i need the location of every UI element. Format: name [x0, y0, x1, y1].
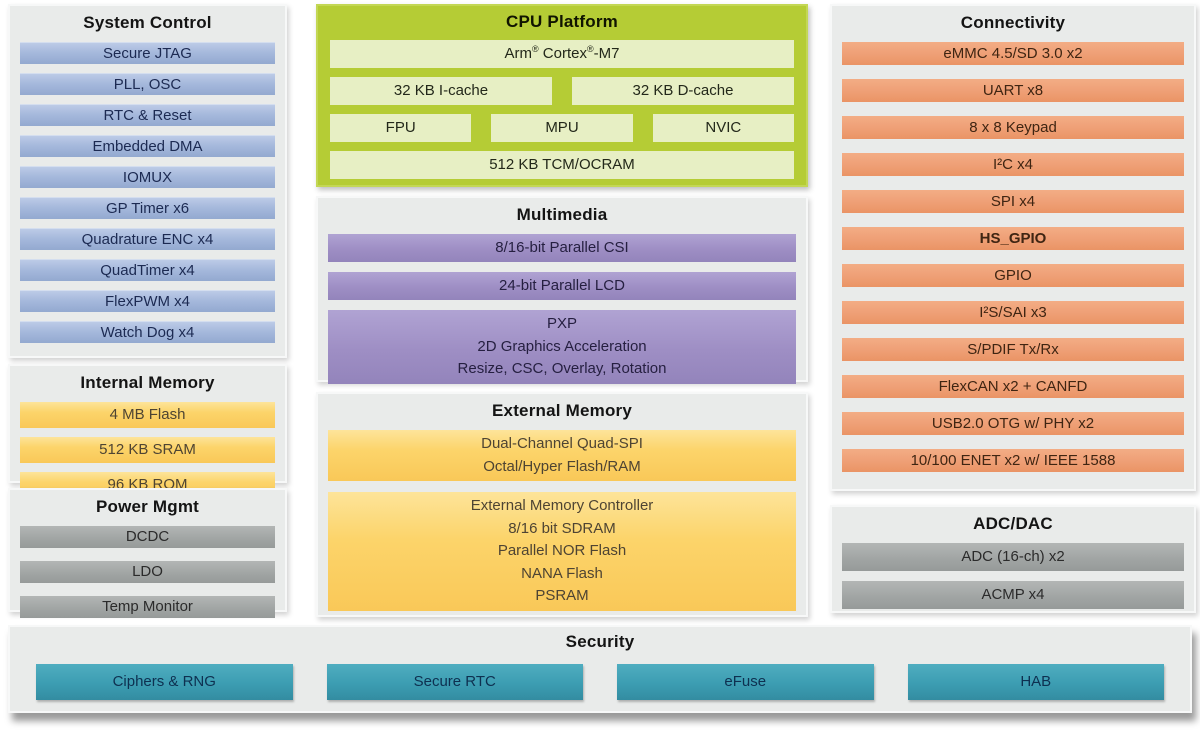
external-memory-panel: External Memory Dual-Channel Quad-SPI Oct…: [316, 392, 808, 617]
block-item: 4 MB Flash: [20, 402, 275, 428]
fpu-block: FPU: [330, 114, 472, 142]
cpu-core-block: Arm® Cortex®-M7: [330, 40, 794, 68]
system-control-title: System Control: [83, 13, 212, 32]
cpu-platform-inner: Arm® Cortex®-M7 32 KB I-cache 32 KB D-ca…: [318, 40, 806, 179]
power-mgmt-rows: DCDC LDO Temp Monitor: [10, 526, 285, 618]
adc-dac-rows: ADC (16-ch) x2 ACMP x4: [832, 543, 1194, 609]
internal-memory-title: Internal Memory: [80, 373, 215, 392]
block-item: SPI x4: [842, 190, 1184, 213]
block-item: Temp Monitor: [20, 596, 275, 618]
security-rows: Ciphers & RNG Secure RTC eFuse HAB: [10, 664, 1190, 700]
mpu-block: MPU: [491, 114, 633, 142]
block-item: eMMC 4.5/SD 3.0 x2: [842, 42, 1184, 65]
block-item: Secure RTC: [326, 664, 583, 700]
block-item: Secure JTAG: [20, 42, 275, 64]
block-item: 8/16-bit Parallel CSI: [328, 234, 796, 262]
block-item: FlexPWM x4: [20, 290, 275, 312]
block-item: Embedded DMA: [20, 135, 275, 157]
quadspi-block: Dual-Channel Quad-SPI Octal/Hyper Flash/R…: [328, 430, 796, 481]
block-line: Dual-Channel Quad-SPI: [481, 435, 643, 452]
connectivity-title: Connectivity: [960, 13, 1066, 32]
block-item: 512 KB SRAM: [20, 437, 275, 463]
multimedia-title: Multimedia: [516, 205, 608, 224]
block-item: Ciphers & RNG: [36, 664, 293, 700]
nvic-block: NVIC: [652, 114, 794, 142]
block-line: Parallel NOR Flash: [497, 542, 627, 559]
connectivity-panel: Connectivity eMMC 4.5/SD 3.0 x2 UART x8 8 …: [830, 4, 1196, 491]
power-mgmt-title: Power Mgmt: [95, 497, 200, 516]
tcm-ocram-block: 512 KB TCM/OCRAM: [330, 151, 794, 179]
multimedia-panel: Multimedia 8/16-bit Parallel CSI 24-bit P…: [316, 196, 808, 384]
external-memory-title: External Memory: [492, 401, 632, 420]
block-line: Octal/Hyper Flash/RAM: [483, 457, 641, 475]
block-item: S/PDIF Tx/Rx: [842, 338, 1184, 361]
adc-dac-title: ADC/DAC: [973, 514, 1053, 533]
block-item: UART x8: [842, 79, 1184, 102]
block-item: QuadTimer x4: [20, 259, 275, 281]
block-item: Quadrature ENC x4: [20, 228, 275, 250]
block-item: eFuse: [617, 664, 874, 700]
security-panel: Security Ciphers & RNG Secure RTC eFuse HAB: [8, 625, 1192, 713]
block-item: PLL, OSC: [20, 73, 275, 95]
block-item: 8 x 8 Keypad: [842, 116, 1184, 139]
block-item: 24-bit Parallel LCD: [328, 272, 796, 300]
block-line: NANA Flash: [521, 564, 603, 582]
block-item: I²S/SAI x3: [842, 301, 1184, 324]
system-control-panel: System Control Secure JTAG PLL, OSC RTC & …: [8, 4, 287, 358]
power-mgmt-panel: Power Mgmt DCDC LDO Temp Monitor: [8, 488, 287, 618]
cpu-platform-panel: CPU Platform Arm® Cortex®-M7 32 KB I-cac…: [316, 4, 808, 187]
external-memory-rows: Dual-Channel Quad-SPI Octal/Hyper Flash/R…: [318, 430, 806, 611]
block-line: External Memory Controller: [470, 497, 654, 514]
block-item: ACMP x4: [842, 581, 1184, 609]
block-line: Resize, CSC, Overlay, Rotation: [457, 360, 667, 377]
block-line: PXP: [546, 315, 577, 332]
security-title: Security: [565, 632, 635, 651]
block-item: ADC (16-ch) x2: [842, 543, 1184, 571]
cpu-platform-title: CPU Platform: [506, 12, 618, 31]
block-item: DCDC: [20, 526, 275, 548]
block-item: IOMUX: [20, 166, 275, 188]
block-item: GP Timer x6: [20, 197, 275, 219]
block-line: 8/16 bit SDRAM: [508, 519, 616, 537]
block-line: 2D Graphics Acceleration: [477, 337, 647, 355]
icache-block: 32 KB I-cache: [330, 77, 552, 105]
block-item: HS_GPIO: [842, 227, 1184, 250]
dcache-block: 32 KB D-cache: [572, 77, 794, 105]
block-item: GPIO: [842, 264, 1184, 287]
memory-controller-block: External Memory Controller 8/16 bit SDRAM…: [328, 492, 796, 611]
block-item: RTC & Reset: [20, 104, 275, 126]
block-line: PSRAM: [535, 587, 589, 604]
block-item: 10/100 ENET x2 w/ IEEE 1588: [842, 449, 1184, 472]
block-item: FlexCAN x2 + CANFD: [842, 375, 1184, 398]
block-item: LDO: [20, 561, 275, 583]
block-item: Watch Dog x4: [20, 321, 275, 343]
block-item: HAB: [907, 664, 1164, 700]
block-item: I²C x4: [842, 153, 1184, 176]
multimedia-rows: 8/16-bit Parallel CSI 24-bit Parallel LCD…: [318, 234, 806, 384]
block-item: USB2.0 OTG w/ PHY x2: [842, 412, 1184, 435]
adc-dac-panel: ADC/DAC ADC (16-ch) x2 ACMP x4: [830, 505, 1196, 613]
